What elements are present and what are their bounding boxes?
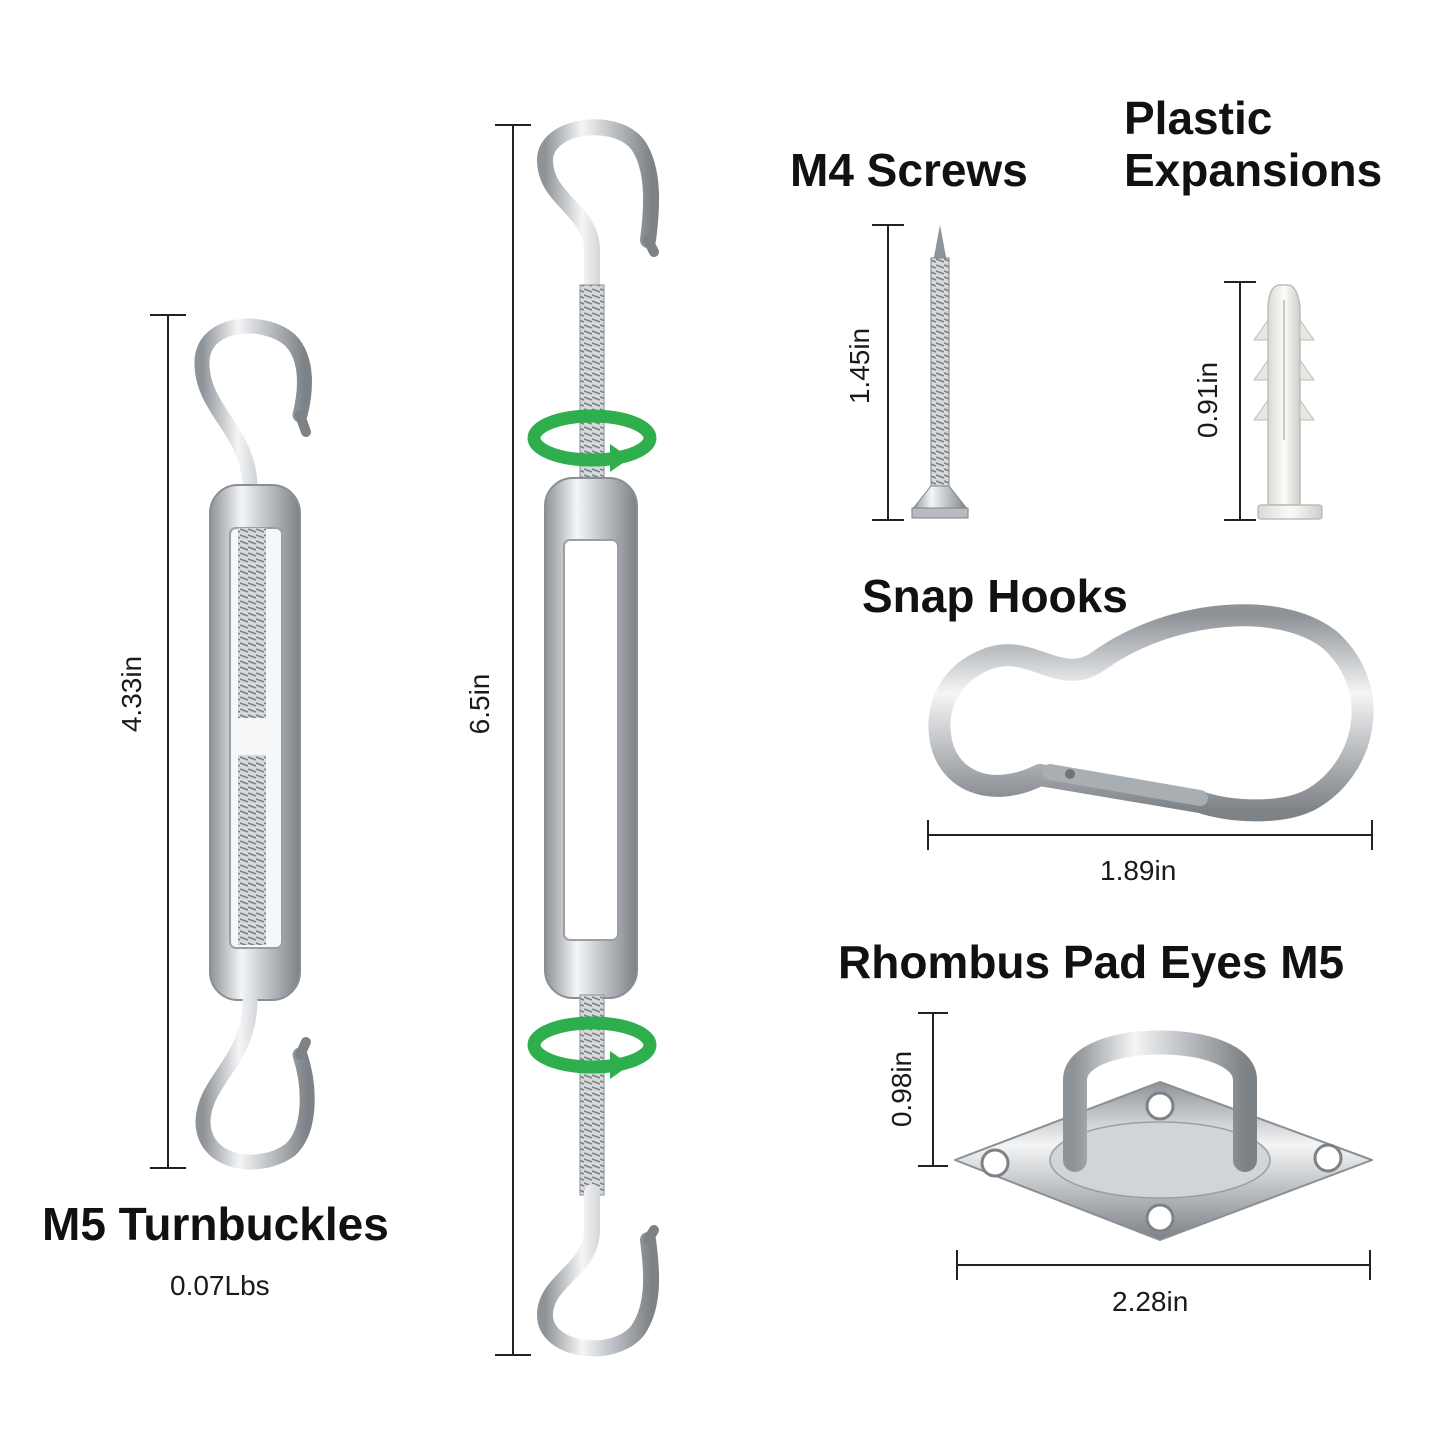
long-turnbuckle	[536, 119, 660, 1357]
m5-turnbuckles-title: M5 Turnbuckles	[42, 1198, 389, 1250]
snap-hook-length: 1.89in	[1100, 855, 1177, 886]
rotation-arrow-icon	[527, 1016, 657, 1079]
turnbuckle-long-length: 6.5in	[464, 673, 495, 735]
m4-screws-title: M4 Screws	[790, 144, 1028, 196]
expansion-length: 0.91in	[1192, 361, 1223, 439]
rhombus-pad-eyes-title: Rhombus Pad Eyes M5	[838, 936, 1345, 988]
turnbuckle-short-length: 4.33in	[116, 655, 147, 733]
snap-hook	[928, 604, 1374, 822]
pad-eye-height: 0.98in	[886, 1050, 917, 1128]
rotation-arrow-icon	[527, 409, 657, 472]
screw	[910, 225, 970, 519]
plastic-expansions-title-line1: Plastic	[1124, 92, 1273, 144]
dimension-lines	[150, 124, 1373, 1356]
short-turnbuckle	[194, 318, 315, 1170]
pad-eye-width: 2.28in	[1112, 1286, 1189, 1317]
plastic-expansions-title-line2: Expansions	[1124, 144, 1383, 196]
plastic-expansion	[1253, 284, 1323, 520]
rhombus-pad-eye	[954, 1030, 1373, 1241]
screw-length: 1.45in	[844, 327, 875, 405]
turnbuckle-weight: 0.07Lbs	[170, 1270, 270, 1301]
snap-hooks-title: Snap Hooks	[862, 570, 1128, 622]
